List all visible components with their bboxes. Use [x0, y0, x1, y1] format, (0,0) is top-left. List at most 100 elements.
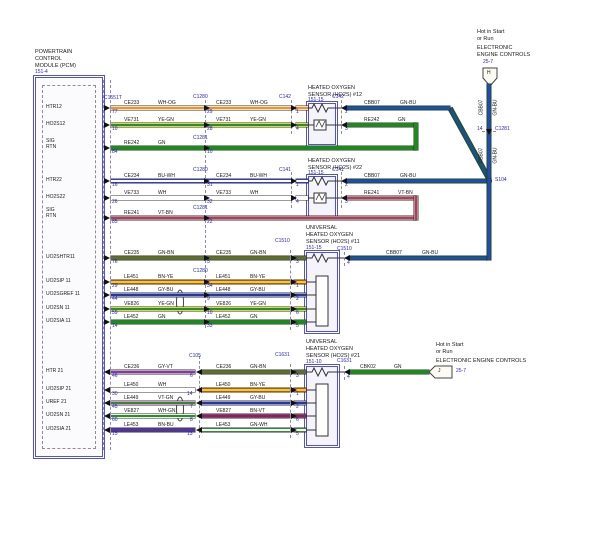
- wire-label: WH: [158, 190, 167, 196]
- connector-arrow-icon: [104, 400, 110, 406]
- wire-label: CE235: [124, 250, 140, 256]
- wire-label: LE451: [124, 274, 139, 280]
- connector-arrow-icon: [104, 195, 110, 201]
- connector-label: C1631: [337, 358, 352, 364]
- wire-segment-bn-ye: [202, 388, 290, 392]
- connector-arrow-icon: [204, 215, 210, 221]
- header-text: Hot in Start: [477, 29, 505, 35]
- wire-label: BU-WH: [158, 173, 175, 179]
- wire-segment-ye-gn: [111, 307, 204, 311]
- connector-arrow-icon: [104, 427, 110, 433]
- wire-label: GY-VT: [158, 364, 173, 370]
- wire-label: GN-BN: [250, 364, 267, 370]
- pin-number: 45: [112, 404, 118, 410]
- wire-segment-bn-ye: [294, 388, 306, 392]
- wire-label: YE-GN: [158, 117, 174, 123]
- wire-label: CBB07: [386, 250, 402, 256]
- wire-label: H: [487, 70, 491, 76]
- connector-label: C1510: [337, 246, 352, 252]
- wire-label: VE733: [124, 190, 140, 196]
- wire-label: LE449: [216, 395, 231, 401]
- wire-label: CE234: [216, 173, 232, 179]
- wire-segment-gn-bu: [346, 106, 450, 110]
- connector-dashed-line: [341, 100, 342, 134]
- header-text: UNIVERSAL: [306, 339, 338, 345]
- header-text: POWERTRAIN: [35, 49, 73, 55]
- connector-arrow-icon: [291, 105, 297, 111]
- pin-number: 22: [207, 219, 213, 225]
- wire-segment-gy-bu: [202, 401, 290, 405]
- connector-arrow-icon: [204, 255, 210, 261]
- wire-label: HTR 21: [46, 368, 64, 374]
- page-ref-link[interactable]: 151-10: [306, 359, 322, 365]
- pin-number: 5: [296, 323, 299, 329]
- page-ref-link[interactable]: 151-4: [35, 69, 48, 75]
- wire-label: RE241: [364, 190, 380, 196]
- connector-arrow-icon: [204, 319, 210, 325]
- wire-segment-gn: [206, 146, 416, 150]
- wire-segment-bu-wh: [206, 179, 292, 183]
- wire-label: UREF 21: [46, 399, 67, 405]
- connector-arrow-icon: [291, 195, 297, 201]
- wire-label: UO2SN 11: [46, 305, 70, 311]
- pin-number: 7: [190, 404, 193, 410]
- wire-segment-gn: [346, 123, 416, 127]
- wire-label: HO2S22: [46, 194, 66, 200]
- sensor-box-ho2s11: [304, 250, 340, 334]
- wire-label: LE449: [124, 395, 139, 401]
- wire-segment-gn-bn: [202, 370, 290, 374]
- connector-arrow-icon: [104, 279, 110, 285]
- page-ref-link[interactable]: 151-15: [308, 97, 324, 103]
- wire-segment-ye-gn: [206, 307, 290, 311]
- rotated-wire-label: GN-BU: [492, 147, 499, 164]
- sensor-box-ho2s12: [306, 101, 338, 147]
- header-text: or Run: [436, 349, 453, 355]
- wire-label: BU-WH: [250, 173, 267, 179]
- wire-label: RE242: [364, 117, 380, 123]
- wire-label: GN-BU: [400, 173, 417, 179]
- wire-label: GN-BN: [158, 250, 175, 256]
- pin-number: 76: [112, 259, 118, 265]
- connector-label: C142: [332, 94, 344, 100]
- wire-label: SIG: [46, 207, 55, 213]
- connector-arrow-icon: [291, 400, 297, 406]
- pin-number: 2: [345, 109, 348, 115]
- wire-label: RTN: [46, 213, 57, 219]
- wire-segment-gy-vt: [111, 370, 195, 374]
- header-text: SENSOR (HO2S) #12: [308, 92, 363, 98]
- pin-number: 29: [112, 283, 118, 289]
- header-text: HEATED OXYGEN: [308, 85, 355, 91]
- connector-arrow-icon: [341, 122, 347, 128]
- wire-label: CE235: [216, 250, 232, 256]
- wire-label: WH: [158, 382, 167, 388]
- pin-number: 10: [207, 310, 213, 316]
- wire-segment-ye-gn: [111, 123, 204, 127]
- wire-label: GY-BU: [250, 287, 266, 293]
- wire-label: GN-BN: [250, 250, 267, 256]
- wire-label: GN: [250, 314, 258, 320]
- connector-arrow-icon: [291, 369, 297, 375]
- connector-arrow-icon: [341, 195, 347, 201]
- pin-number: 29: [207, 109, 213, 115]
- pin-number: 59: [112, 310, 118, 316]
- wire-segment-vt-bn: [111, 216, 204, 220]
- wire-segment-wh: [296, 196, 308, 200]
- header-text: SENSOR (HO2S) #11: [306, 239, 360, 245]
- wire-segment-gn: [111, 320, 204, 324]
- connector-dashed-line: [110, 80, 111, 450]
- wire-label: BN-YE: [250, 274, 266, 280]
- wire-label: VT-BN: [158, 210, 173, 216]
- page-ref-link[interactable]: 151-15: [308, 170, 324, 176]
- page-ref-link[interactable]: 25-7: [483, 59, 494, 65]
- wire-segment-gy-bu: [294, 293, 306, 297]
- page-ref-link[interactable]: 151-15: [306, 245, 322, 251]
- wire-label: UO2SN 21: [46, 412, 71, 418]
- pin-number: 84: [112, 149, 118, 155]
- connector-arrow-icon: [204, 306, 210, 312]
- pin-number: 85: [112, 219, 118, 225]
- page-ref-link[interactable]: 25-7: [456, 368, 467, 374]
- wire-label: HTR12: [46, 104, 62, 110]
- wire-segment-bn-ye: [294, 280, 306, 284]
- wire-segment-bu-wh: [111, 179, 204, 183]
